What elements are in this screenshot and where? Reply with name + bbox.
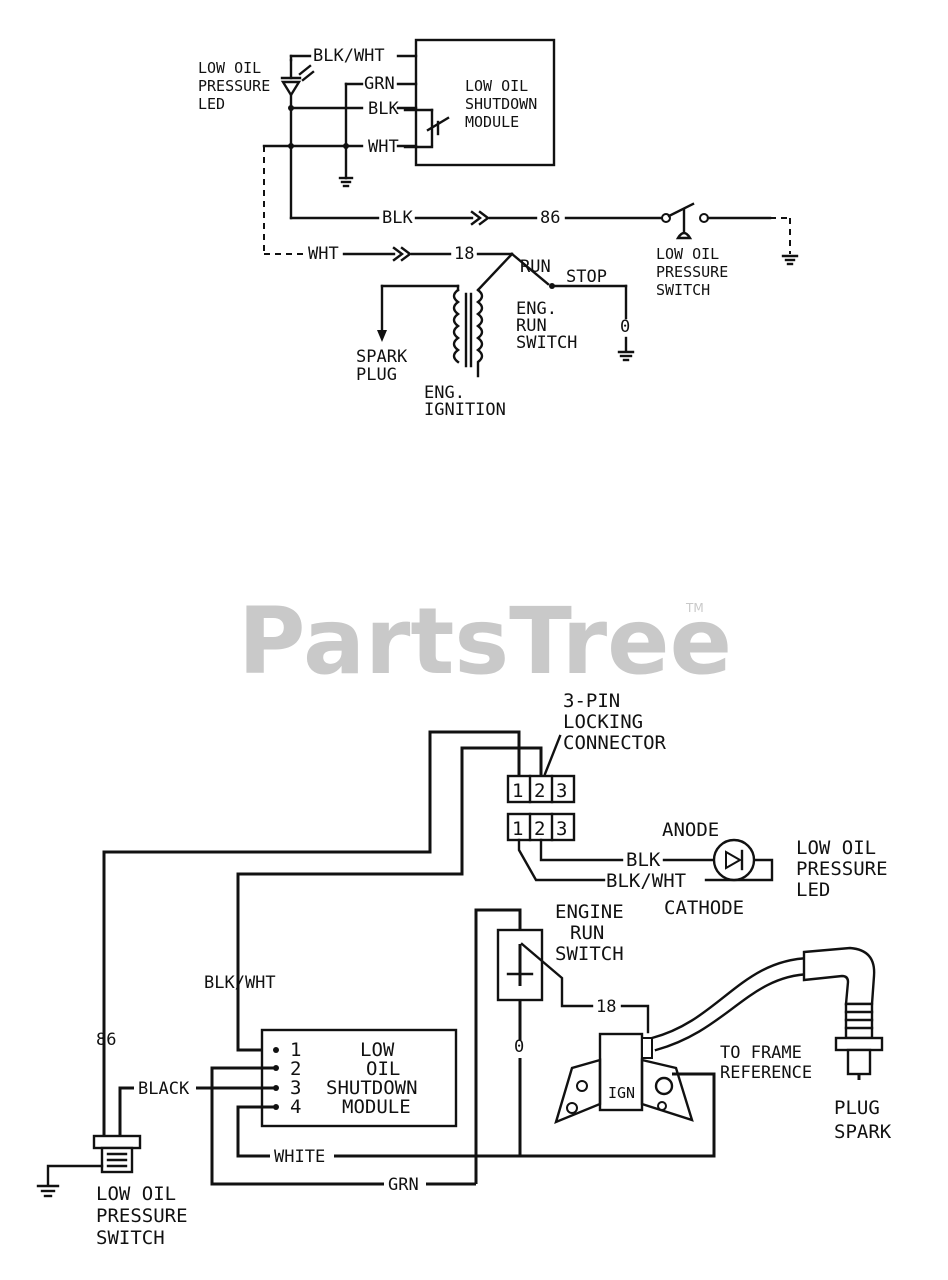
- module-label-2: SHUTDOWN: [465, 95, 537, 113]
- wire-0: 0: [514, 1037, 524, 1057]
- cathode-label: CATHODE: [664, 897, 744, 919]
- ign-tag: IGN: [608, 1084, 635, 1102]
- watermark-brand: PartsTree: [238, 588, 732, 695]
- sch-run-switch-label-1: ENG.: [516, 299, 557, 319]
- sch-wire-grn: GRN: [364, 74, 395, 94]
- ignition-coil-symbol: [377, 284, 484, 378]
- schematic-diagram: LOW OIL PRESSURE LED LOW OIL SHUTDOWN MO…: [198, 38, 799, 420]
- module-label-3: MODULE: [465, 113, 519, 131]
- module-pin-3: 3: [290, 1077, 301, 1099]
- shutdown-module-box-lower: [260, 1028, 458, 1128]
- module-pin-4: 4: [290, 1096, 301, 1118]
- sch-wire-wht-lower: WHT: [308, 244, 339, 264]
- conn-up-pin-2: 2: [534, 780, 545, 802]
- wire-blk-led: BLK: [626, 849, 661, 871]
- wire-white: WHITE: [274, 1147, 325, 1167]
- watermark-trademark: TM: [685, 601, 704, 615]
- shutdown-module-box: [414, 38, 556, 167]
- conn-up-pin-3: 3: [556, 780, 567, 802]
- to-frame-label-1: TO FRAME: [720, 1043, 802, 1063]
- plug-label-2: SPARK: [834, 1121, 892, 1143]
- ground-symbol-2: [781, 254, 799, 266]
- run-switch-label-3: SWITCH: [555, 943, 624, 965]
- connector-lower: 1 2 3: [506, 812, 576, 842]
- sch-zero: 0: [620, 317, 630, 337]
- sch-wire-blk: BLK: [368, 99, 399, 119]
- run-switch-label-2: RUN: [570, 922, 604, 944]
- conn-low-pin-1: 1: [512, 818, 523, 840]
- to-frame-label-2: REFERENCE: [720, 1063, 812, 1083]
- led-lamp: [712, 838, 756, 882]
- connector-upper: 1 2 3: [506, 774, 576, 804]
- module-label-3: SHUTDOWN: [326, 1077, 418, 1099]
- sch-switch-label-2: PRESSURE: [656, 263, 728, 281]
- wire-blk-wht-module: BLK/WHT: [204, 973, 276, 993]
- wire-18: 18: [596, 997, 616, 1017]
- led-symbol: [280, 58, 315, 110]
- anode-label: ANODE: [662, 819, 719, 841]
- module-label-2: OIL: [366, 1058, 400, 1080]
- low-oil-pressure-switch: [92, 1134, 142, 1174]
- pressure-switch-label-1: LOW OIL: [96, 1183, 176, 1205]
- ground-symbol-lower: [36, 1184, 60, 1198]
- conn-low-pin-3: 3: [556, 818, 567, 840]
- led-label-1: LOW OIL: [796, 837, 876, 859]
- sch-spark-label-2: PLUG: [356, 365, 397, 385]
- sch-wire-18: 18: [454, 244, 474, 264]
- sch-wire-wht: WHT: [368, 137, 399, 157]
- module-label-1: LOW: [360, 1039, 395, 1061]
- led-label-2: PRESSURE: [796, 858, 888, 880]
- ground-symbol-1: [338, 176, 354, 188]
- conn-low-pin-2: 2: [534, 818, 545, 840]
- sch-stop: STOP: [566, 267, 607, 287]
- led-label-1: LOW OIL: [198, 59, 261, 77]
- sch-wire-blk-wht: BLK/WHT: [313, 46, 385, 66]
- conn-up-pin-1: 1: [512, 780, 523, 802]
- sch-run-switch-label-2: RUN: [516, 316, 547, 336]
- module-label-4: MODULE: [342, 1096, 411, 1118]
- pressure-switch-symbol: [661, 202, 709, 240]
- connector-label-1: 3-PIN: [563, 690, 620, 712]
- run-switch-label-1: ENGINE: [555, 901, 624, 923]
- sch-ignition-label-1: ENG.: [424, 383, 465, 403]
- connector-label-3: CONNECTOR: [563, 732, 667, 754]
- wire-blk-wht-led: BLK/WHT: [606, 870, 686, 892]
- module-internal-switch: [403, 108, 450, 149]
- led-label-3: LED: [198, 95, 225, 113]
- sch-wire-blk-lower: BLK: [382, 208, 413, 228]
- plug-label-1: PLUG: [834, 1097, 880, 1119]
- spark-plug: [802, 946, 884, 1080]
- wire-black: BLACK: [138, 1079, 190, 1099]
- sch-run-switch-label-3: SWITCH: [516, 333, 577, 353]
- wiring-harness-diagram: 3-PIN LOCKING CONNECTOR 1 2 3 1 2 3 BLK/…: [36, 690, 892, 1249]
- pressure-switch-label-2: PRESSURE: [96, 1205, 188, 1227]
- module-pin-2: 2: [290, 1058, 301, 1080]
- led-label-3: LED: [796, 879, 830, 901]
- engine-run-switch: [496, 928, 544, 1002]
- module-pin-1: 1: [290, 1039, 301, 1061]
- sch-switch-label-3: SWITCH: [656, 281, 710, 299]
- ignition-module: [554, 1032, 694, 1125]
- pressure-switch-label-3: SWITCH: [96, 1227, 165, 1249]
- ground-symbol-3: [617, 350, 635, 362]
- sch-wire-86: 86: [540, 208, 560, 228]
- led-label-2: PRESSURE: [198, 77, 270, 95]
- sch-switch-label-1: LOW OIL: [656, 245, 719, 263]
- sch-ignition-label-2: IGNITION: [424, 400, 506, 420]
- module-label-1: LOW OIL: [465, 77, 528, 95]
- sch-run: RUN: [520, 257, 551, 277]
- wire-86: 86: [96, 1030, 116, 1050]
- wire-grn: GRN: [388, 1175, 419, 1195]
- sch-spark-label-1: SPARK: [356, 347, 408, 367]
- connector-label-2: LOCKING: [563, 711, 643, 733]
